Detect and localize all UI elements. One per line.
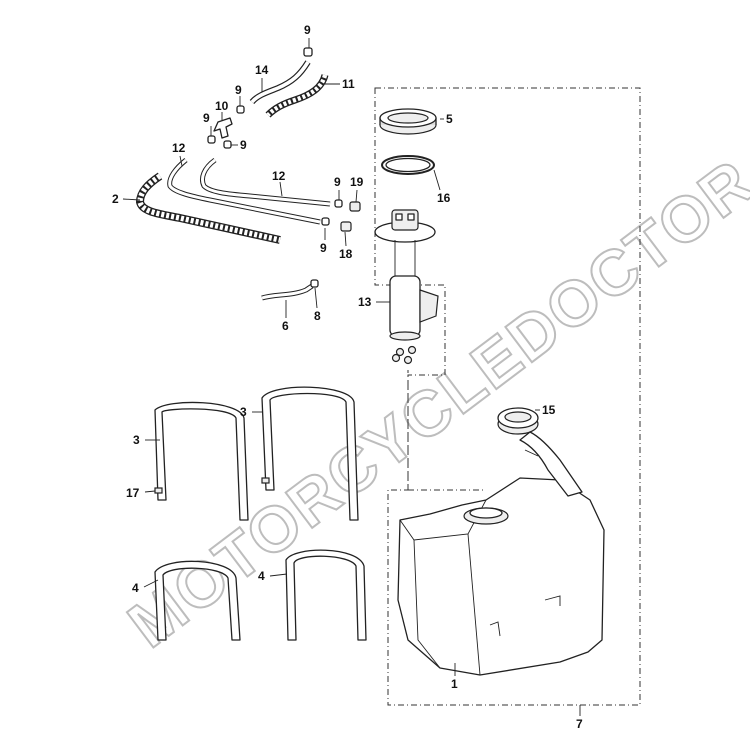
callout-16: 16 — [437, 191, 451, 205]
callouts: 9 14 11 9 10 9 9 12 2 12 9 19 9 18 5 16 … — [112, 23, 583, 731]
filler-cap-15 — [497, 407, 539, 435]
callout-19: 19 — [350, 175, 364, 189]
callout-9-c: 9 — [203, 111, 210, 125]
callout-8: 8 — [314, 309, 321, 323]
callout-3-right: 3 — [240, 405, 247, 419]
clip-9-e — [321, 217, 330, 226]
callout-9-d: 9 — [240, 138, 247, 152]
callout-9-f: 9 — [320, 241, 327, 255]
callout-4-right: 4 — [258, 569, 265, 583]
strap-4-left — [154, 560, 241, 641]
lock-ring-5 — [379, 108, 437, 135]
callout-15: 15 — [542, 403, 556, 417]
callout-10: 10 — [215, 99, 229, 113]
strap-4-right — [285, 549, 367, 641]
clip-9-top — [303, 47, 313, 57]
hose-11 — [265, 73, 329, 118]
fitting-19 — [349, 201, 361, 212]
callout-9-e: 9 — [334, 175, 341, 189]
hose-6 — [261, 283, 314, 301]
callout-9-top: 9 — [304, 23, 311, 37]
clamp-8 — [310, 279, 319, 288]
callout-5: 5 — [446, 112, 453, 126]
bolt-17 — [154, 477, 270, 494]
callout-18: 18 — [339, 247, 353, 261]
callout-1: 1 — [451, 677, 458, 691]
clip-9-c — [223, 140, 232, 149]
strap-3-right — [261, 386, 359, 521]
mount-nuts — [391, 345, 417, 365]
clip-9-d — [334, 199, 343, 208]
hose-12 — [167, 157, 331, 225]
leader-lines — [122, 38, 581, 716]
strap-3-left — [154, 401, 249, 521]
callout-9-b: 9 — [235, 83, 242, 97]
fitting-18 — [340, 221, 352, 232]
tee-fitting-10 — [213, 117, 233, 139]
clip-9-a — [236, 105, 245, 114]
callout-3-left: 3 — [133, 433, 140, 447]
breather-hose-2 — [135, 172, 281, 244]
callout-12-a: 12 — [172, 141, 186, 155]
fuel-tank-1 — [397, 431, 605, 676]
callout-17: 17 — [126, 486, 140, 500]
callout-12-b: 12 — [272, 169, 286, 183]
callout-14: 14 — [255, 63, 269, 77]
callout-2: 2 — [112, 192, 119, 206]
callout-11: 11 — [342, 77, 355, 91]
gasket-16 — [381, 155, 435, 175]
assembly-frame — [374, 87, 641, 706]
callout-4-left: 4 — [132, 581, 139, 595]
clip-9-b — [207, 135, 216, 144]
callout-7: 7 — [576, 717, 583, 731]
callout-13: 13 — [358, 295, 372, 309]
fuel-pump-13 — [374, 209, 439, 341]
callout-6: 6 — [282, 319, 289, 333]
hose-14 — [249, 60, 311, 105]
